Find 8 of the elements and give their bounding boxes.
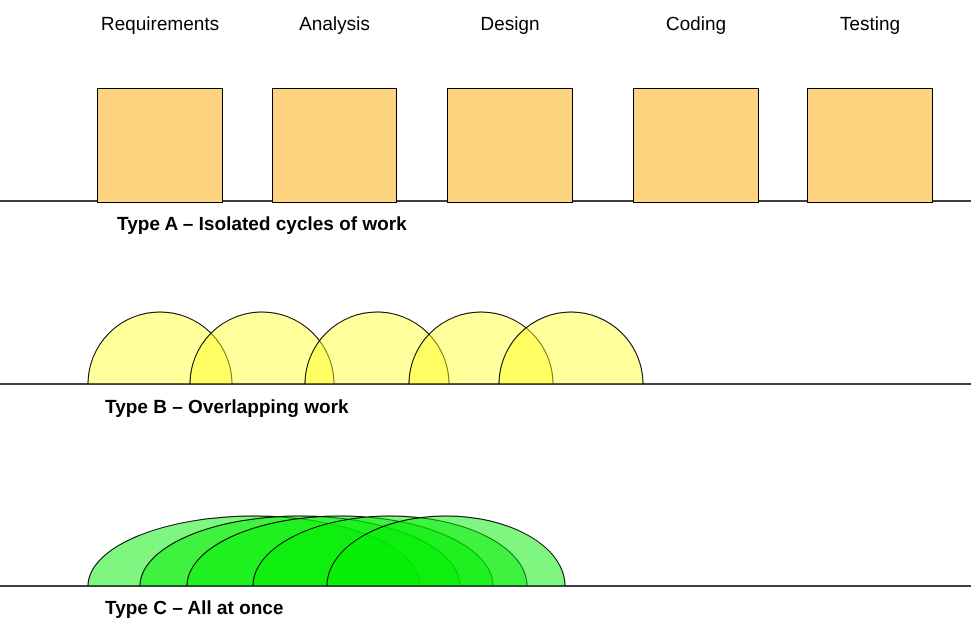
phase-label: Testing	[840, 14, 900, 36]
phase-label: Requirements	[100, 14, 220, 36]
type-caption: Type A – Isolated cycles of work	[117, 214, 407, 236]
type-caption: Type B – Overlapping work	[105, 397, 349, 419]
phase-label: Design	[480, 14, 540, 36]
type-caption: Type C – All at once	[105, 598, 284, 620]
phase-label: Analysis	[299, 14, 370, 36]
phase-label: Coding	[666, 14, 726, 36]
